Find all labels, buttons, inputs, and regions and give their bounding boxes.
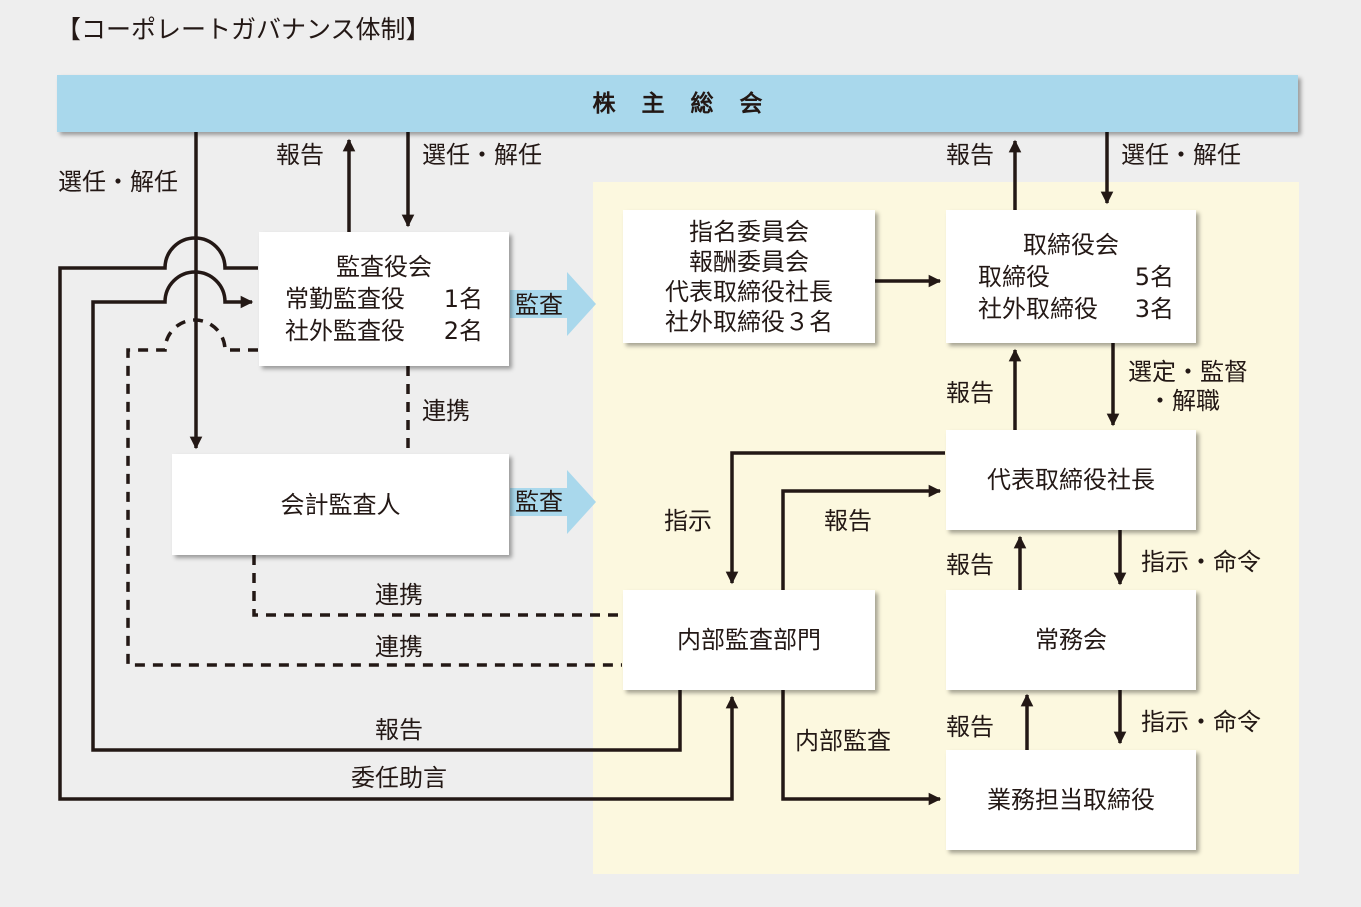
executive-directors-box: 業務担当取締役 xyxy=(946,750,1196,850)
board-of-directors-box: 取締役会 取締役 5名 社外取締役 3名 xyxy=(946,210,1196,343)
outside-directors-count: 3名 xyxy=(1134,294,1174,323)
outside-auditor-label: 社外監査役 xyxy=(285,317,405,345)
coordination-1-label: 連携 xyxy=(422,397,470,425)
audit-arrow-1-shape xyxy=(510,272,596,336)
delegation-advice-arrow xyxy=(58,236,739,801)
accounting-auditor-box: 会計監査人 xyxy=(172,454,509,555)
audit-arrow-2-shape xyxy=(510,470,596,534)
accounting-auditor-label: 会計監査人 xyxy=(280,490,401,519)
internal-audit-arrow xyxy=(781,690,942,806)
report-exec-to-president-label: 報告 xyxy=(946,551,994,579)
audit-arrow-1-label: 監査 xyxy=(515,291,563,319)
instruction-order-2-label: 指示・命令 xyxy=(1141,708,1261,736)
shareholders-meeting-box: 株主総会 xyxy=(57,75,1298,132)
executive-committee-box: 常務会 xyxy=(946,590,1196,690)
coordination-audit-internal-line xyxy=(126,318,622,667)
elect-dismiss-left-label: 選任・解任 xyxy=(58,168,178,196)
board-title: 取締役会 xyxy=(1023,230,1119,259)
outside-auditor-count: 2名 xyxy=(443,317,483,345)
report-president-to-board-label: 報告 xyxy=(946,379,994,407)
committee-outside-directors-label: 社外取締役３名 xyxy=(665,307,833,336)
outside-directors-label: 社外取締役 xyxy=(978,294,1098,323)
committees-box: 指名委員会 報酬委員会 代表取締役社長 社外取締役３名 xyxy=(623,210,875,343)
shareholders-meeting-label: 株主総会 xyxy=(592,90,789,117)
report-directors-to-exec-label: 報告 xyxy=(946,713,994,741)
report-internal-to-president-label: 報告 xyxy=(824,507,872,535)
coordination-accounting-internal-line xyxy=(252,555,622,617)
audit-arrow-2-label: 監査 xyxy=(515,488,563,516)
coordination-2-label: 連携 xyxy=(375,581,423,609)
internal-audit-box: 内部監査部門 xyxy=(623,590,875,690)
full-time-auditor-count: 1名 xyxy=(443,285,483,313)
compensation-committee-label: 報酬委員会 xyxy=(689,247,809,276)
president-box: 代表取締役社長 xyxy=(946,430,1196,530)
audit-board-box: 監査役会 常勤監査役 1名 社外監査役 2名 xyxy=(259,232,509,366)
audit-board-title: 監査役会 xyxy=(336,253,432,281)
page-title: 【コーポレートガバナンス体制】 xyxy=(56,15,431,44)
delegation-advice-label: 委任助言 xyxy=(351,764,447,792)
report-internal-to-president-arrow xyxy=(781,484,942,590)
nomination-committee-label: 指名委員会 xyxy=(689,217,809,246)
directors-label: 取締役 xyxy=(978,262,1050,291)
internal-audit-edge-label: 内部監査 xyxy=(795,727,891,755)
internal-audit-label: 内部監査部門 xyxy=(677,626,821,654)
report-internal-to-audit-label: 報告 xyxy=(375,716,423,744)
report-to-gm-audit-label: 報告 xyxy=(276,141,324,169)
report-to-gm-board-label: 報告 xyxy=(946,141,994,169)
select-supervise-label-1: 選定・監督 xyxy=(1128,358,1248,386)
executive-committee-label: 常務会 xyxy=(1035,626,1107,654)
committee-president-label: 代表取締役社長 xyxy=(665,277,833,306)
report-internal-to-audit-arrow xyxy=(91,270,682,752)
elect-dismiss-audit-label: 選任・解任 xyxy=(422,141,542,169)
instruction-to-internal-arrow xyxy=(725,451,945,585)
president-label: 代表取締役社長 xyxy=(987,466,1155,494)
select-supervise-label-2: ・解職 xyxy=(1148,387,1220,415)
executive-directors-label: 業務担当取締役 xyxy=(987,786,1155,814)
full-time-auditor-label: 常勤監査役 xyxy=(285,285,405,313)
instruction-to-internal-label: 指示 xyxy=(664,507,712,535)
directors-count: 5名 xyxy=(1134,262,1174,291)
instruction-order-1-label: 指示・命令 xyxy=(1141,548,1261,576)
coordination-3-label: 連携 xyxy=(375,633,423,661)
elect-dismiss-board-label: 選任・解任 xyxy=(1121,141,1241,169)
